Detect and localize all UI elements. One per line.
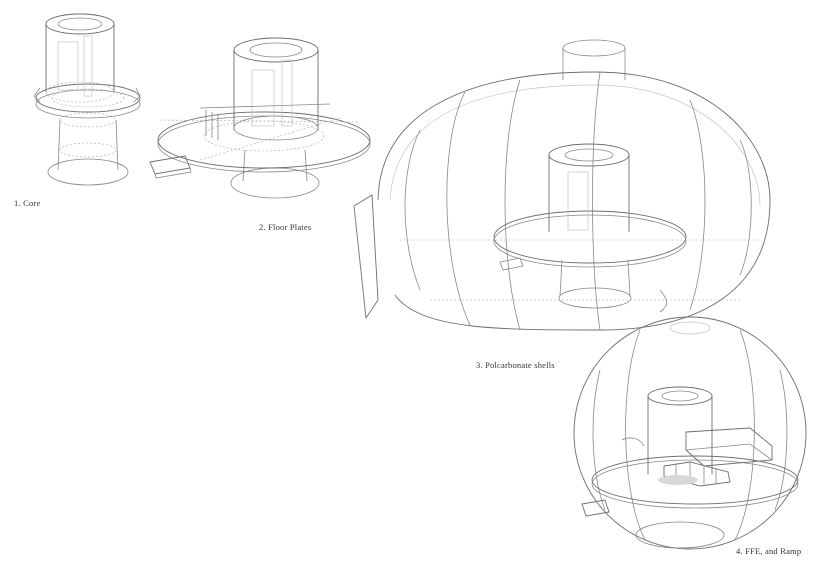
stage-label-floor-plates: 2. Floor Plates — [259, 222, 312, 232]
floor-plates-drawing — [149, 37, 371, 199]
shells-drawing — [353, 39, 771, 331]
core-drawing — [33, 13, 141, 186]
ffe-ramp-drawing — [573, 316, 807, 550]
stage-label-ffe-ramp: 4. FFE, and Ramp — [736, 546, 802, 556]
stage-label-core: 1. Core — [14, 198, 41, 208]
stage-label-shells: 3. Polcarbonate shells — [476, 360, 555, 370]
